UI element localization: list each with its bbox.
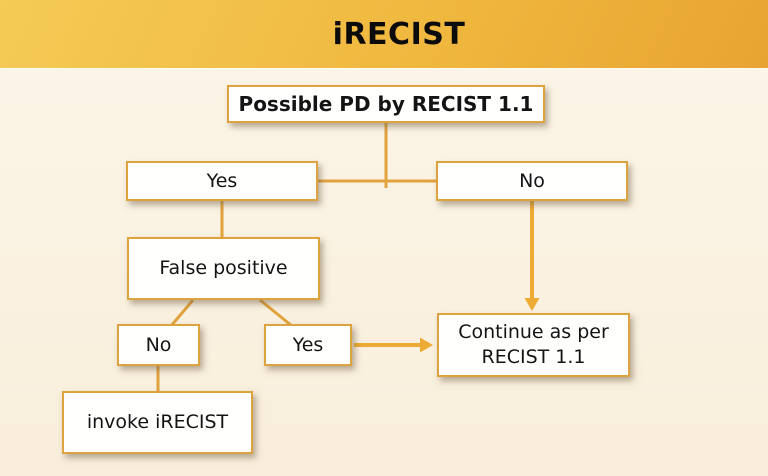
connector-falsepositive-no [169, 299, 195, 327]
node-false-positive: False positive [127, 237, 320, 300]
title-bar: iRECIST [0, 0, 768, 68]
node-no-branch: No [436, 161, 628, 201]
node-yes-branch: Yes [126, 161, 318, 201]
arrowhead-down-icon [524, 298, 540, 311]
node-false-positive-no: No [117, 324, 200, 366]
node-false-positive-yes: Yes [264, 324, 352, 366]
connector-falsepositive-yes [259, 298, 293, 328]
arrowhead-right-icon [420, 337, 433, 353]
slide-title: iRECIST [332, 16, 466, 52]
node-continue-recist: Continue as per RECIST 1.1 [437, 313, 630, 377]
node-possible-pd: Possible PD by RECIST 1.1 [227, 85, 545, 123]
node-invoke-irecist: invoke iRECIST [62, 391, 253, 454]
